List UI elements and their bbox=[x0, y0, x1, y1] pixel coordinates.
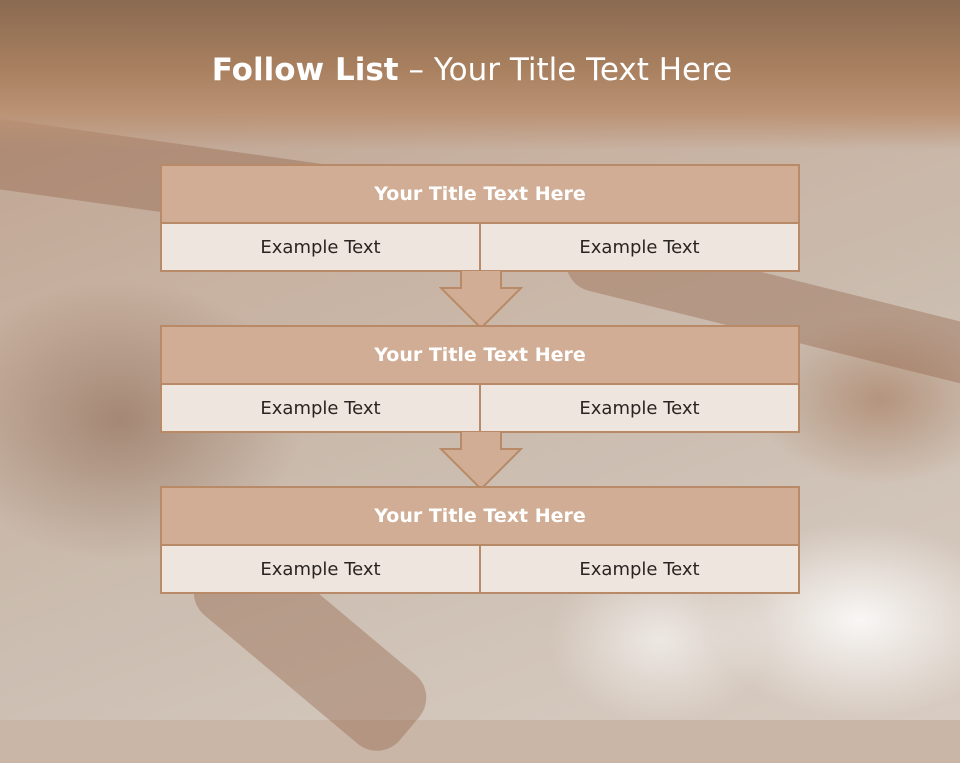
block-row: Example Text Example Text bbox=[162, 224, 798, 270]
list-block: Your Title Text Here Example Text Exampl… bbox=[160, 325, 800, 433]
block-row: Example Text Example Text bbox=[162, 385, 798, 431]
cell-left: Example Text bbox=[162, 224, 479, 270]
title-bold: Follow List bbox=[211, 52, 399, 88]
cell-left: Example Text bbox=[162, 546, 479, 592]
block-title: Your Title Text Here bbox=[162, 327, 798, 385]
cell-right: Example Text bbox=[479, 385, 798, 431]
title-rest: – Your Title Text Here bbox=[398, 52, 733, 88]
cell-right: Example Text bbox=[479, 546, 798, 592]
block-row: Example Text Example Text bbox=[162, 546, 798, 592]
list-block: Your Title Text Here Example Text Exampl… bbox=[160, 486, 800, 594]
cell-left: Example Text bbox=[162, 385, 479, 431]
title-bar bbox=[0, 0, 960, 150]
block-title: Your Title Text Here bbox=[162, 488, 798, 546]
cell-right: Example Text bbox=[479, 224, 798, 270]
down-arrow-icon bbox=[439, 270, 523, 330]
block-title: Your Title Text Here bbox=[162, 166, 798, 224]
list-block: Your Title Text Here Example Text Exampl… bbox=[160, 164, 800, 272]
down-arrow-icon bbox=[439, 431, 523, 491]
slide-title: Follow List – Your Title Text Here bbox=[0, 52, 944, 88]
